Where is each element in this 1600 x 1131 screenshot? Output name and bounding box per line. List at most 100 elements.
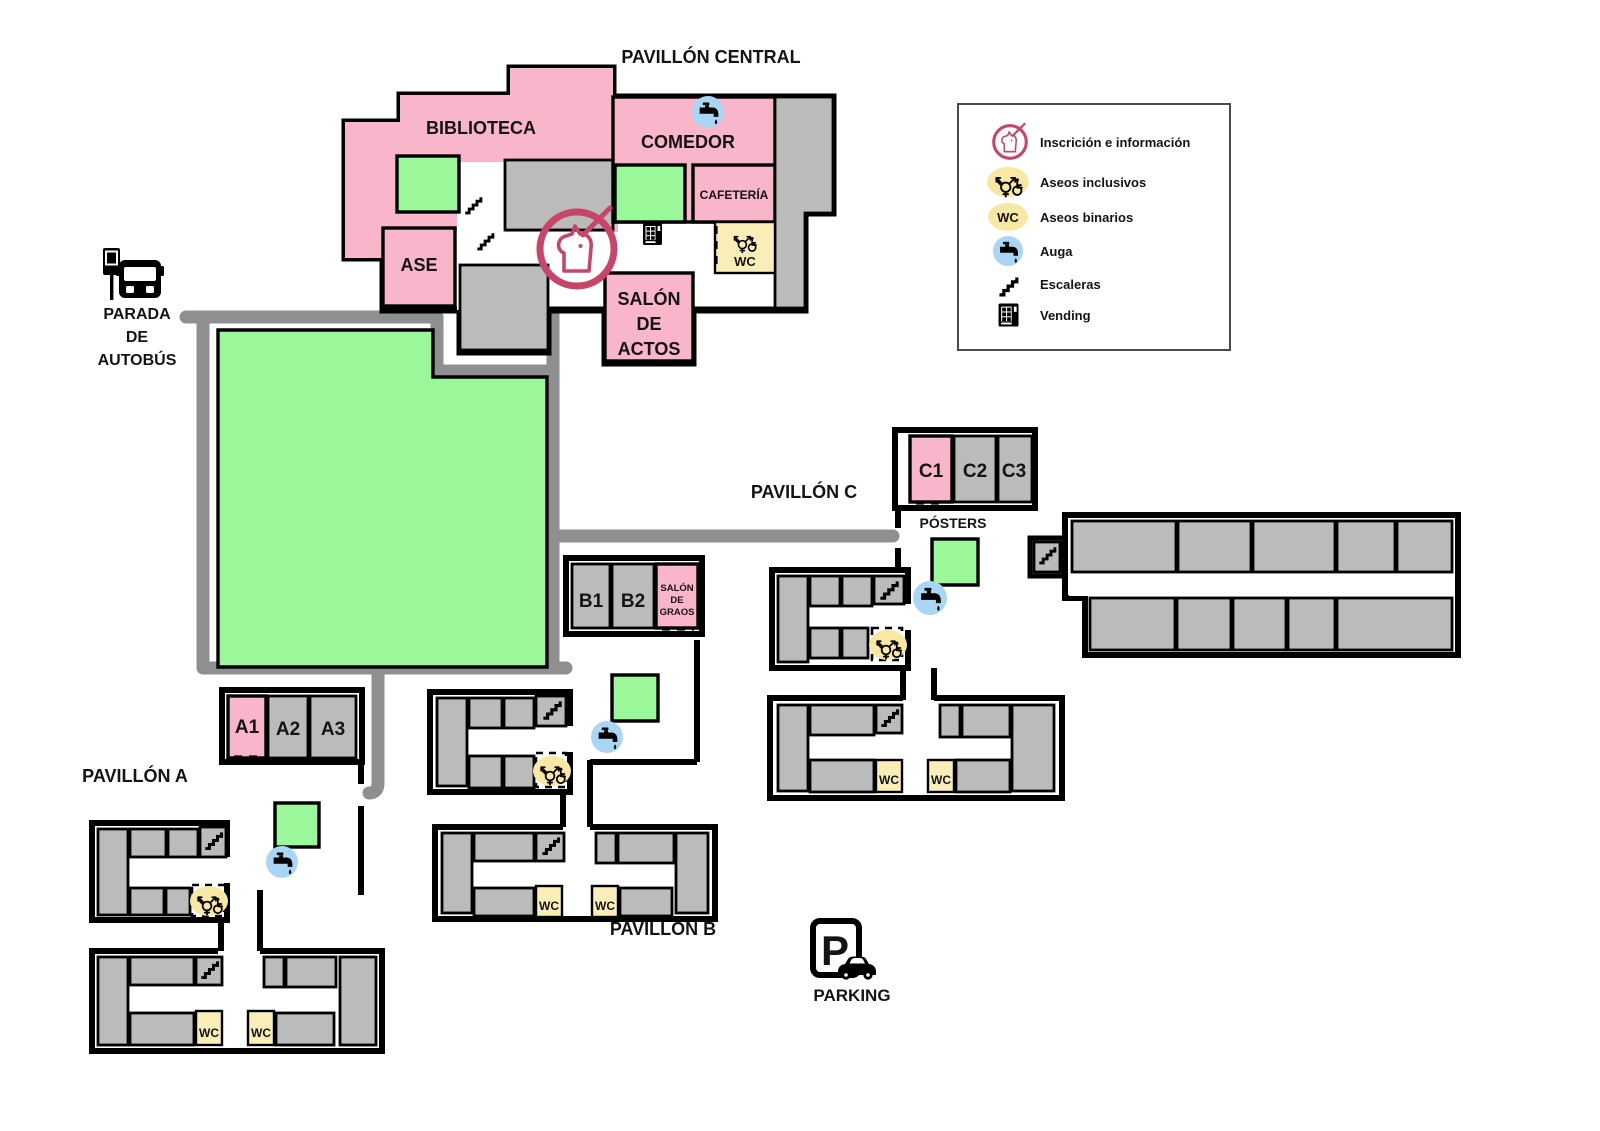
room-ase <box>381 226 457 308</box>
room-a3 <box>308 694 358 760</box>
a-room <box>96 827 130 917</box>
c-room <box>1175 596 1233 652</box>
a2-label: A2 <box>276 719 300 740</box>
b-stair-room <box>534 694 568 728</box>
pavilion-c-title: PAVILLÓN C <box>751 481 857 502</box>
legend-item-inscription: Inscrición e información <box>992 122 1190 160</box>
c2-label: C2 <box>963 461 987 482</box>
central-title: PAVILLÓN CENTRAL <box>621 46 800 67</box>
central-gray-room-2 <box>458 263 550 352</box>
central-gray-wing <box>773 95 835 310</box>
pavilion-a: PAVILLÓN A A1 A2 A3 <box>82 687 385 1054</box>
c-room <box>808 626 842 660</box>
a-room <box>164 886 192 917</box>
c-room <box>808 703 876 737</box>
a-wc-room <box>246 1009 276 1047</box>
a-room <box>284 955 338 989</box>
c-room <box>1231 596 1288 652</box>
parking: P PARKING <box>810 918 891 1005</box>
a-room <box>262 955 286 989</box>
binary-toilets-badge <box>988 203 1028 231</box>
c-room <box>776 574 810 664</box>
a-patio <box>273 801 321 849</box>
central-wc-label: WC <box>734 254 756 269</box>
room-c2 <box>952 434 998 504</box>
a3-label: A3 <box>321 719 345 740</box>
bus-stop-label-1: PARADA <box>103 306 171 323</box>
inclusive-toilets-badge <box>190 886 228 916</box>
b-room <box>472 831 536 863</box>
main-courtyard-lawn <box>216 328 549 669</box>
room-a1 <box>226 694 268 760</box>
c-corridor-walls <box>900 668 937 700</box>
legend-item-stairs: Escaleras <box>997 275 1101 297</box>
pavilion-central: PAVILLÓN CENTRAL BIBLIOTECA COMEDOR CAFE… <box>341 46 837 367</box>
c-wc-label: WC <box>879 773 899 787</box>
pavilion-a-title: PAVILLÓN A <box>82 765 188 786</box>
c-room <box>1335 596 1454 652</box>
bus-icon <box>102 247 165 301</box>
room-b1 <box>570 562 612 630</box>
a-wc-label: WC <box>251 1026 271 1040</box>
a-room <box>274 1011 336 1047</box>
a-wc-label: WC <box>199 1026 219 1040</box>
biblioteca-label: BIBLIOTECA <box>426 118 536 138</box>
c-upper-block-opening <box>901 604 912 630</box>
c-room <box>1070 519 1178 574</box>
legend: Inscrición e información Aseos inclusivo… <box>957 103 1231 351</box>
b-patio <box>610 673 660 723</box>
c-wc-label: WC <box>931 773 951 787</box>
salon-actos-label-1: SALÓN <box>618 288 681 309</box>
salon-actos-label-3: ACTOS <box>618 339 681 359</box>
c-room <box>1335 519 1397 574</box>
inclusive-toilets-badge <box>987 167 1029 197</box>
c-room <box>1176 519 1253 574</box>
comedor-label: COMEDOR <box>641 132 735 152</box>
legend-label: Escaleras <box>1040 277 1101 292</box>
c-room <box>954 758 1012 794</box>
b2-label: B2 <box>621 591 645 612</box>
a-room <box>96 955 130 1047</box>
a-corridor-walls <box>218 890 263 953</box>
a-room <box>128 955 196 987</box>
c-wc-room <box>926 758 956 794</box>
legend-item-inclusive-toilets: Aseos inclusivos <box>987 167 1146 198</box>
central-patio-2 <box>613 163 687 224</box>
room-a2 <box>266 694 310 760</box>
pavilion-c: PAVILLÓN C C1 C2 C3 PÓSTERS <box>751 427 1461 801</box>
b-room <box>616 831 676 865</box>
central-patio-1 <box>395 154 461 214</box>
legend-label: Vending <box>1040 308 1091 323</box>
b-wc-label: WC <box>595 899 615 913</box>
b-room <box>435 696 469 788</box>
room-salon-actos <box>603 271 695 363</box>
b-room <box>594 831 618 865</box>
b-room <box>502 696 536 730</box>
b-wc-room <box>534 884 564 919</box>
b-room <box>674 831 710 915</box>
c-wc-room <box>874 758 904 794</box>
parking-label: PARKING <box>813 986 890 1005</box>
a-upper-block-opening <box>220 857 231 883</box>
salon-graos-label-1: SALÓN <box>660 582 693 594</box>
pavilion-b: B1 B2 SALÓN DE GRAOS <box>427 555 718 939</box>
c-room <box>1088 596 1177 652</box>
bus-stop-label-2: DE <box>126 329 149 346</box>
legend-wc-badge: WC <box>997 210 1019 225</box>
inclusive-toilets-badge <box>533 756 571 786</box>
b-room <box>440 831 474 915</box>
legend-item-binary-toilets: WC Aseos binarios <box>988 203 1133 231</box>
c3-label: C3 <box>1002 461 1026 482</box>
legend-label: Inscrición e información <box>1040 135 1190 150</box>
salon-graos-label-3: GRAOS <box>660 607 695 618</box>
room-salon-graos <box>654 562 700 630</box>
b-room <box>502 754 536 790</box>
c-room <box>1395 519 1454 574</box>
b-room <box>618 886 674 918</box>
cafeteria-label: CAFETERÍA <box>700 187 769 202</box>
b-upper-block-opening <box>563 726 574 752</box>
c-room <box>840 574 874 608</box>
salon-actos-label-2: DE <box>636 314 661 334</box>
bus-stop-label-3: AUTOBÚS <box>98 350 177 369</box>
